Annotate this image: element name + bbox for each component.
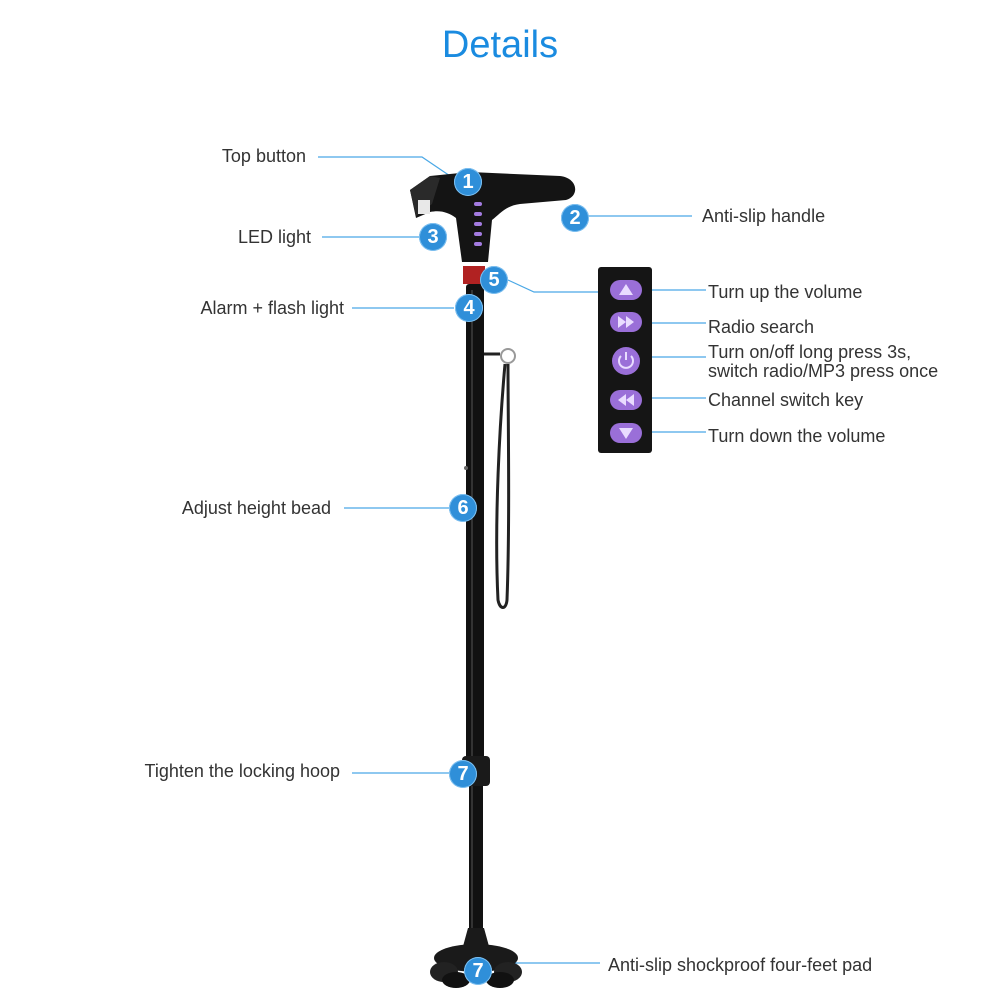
- callout-badge-1: 1: [454, 168, 482, 196]
- cane-handle: [410, 172, 576, 262]
- volume-up-icon: [610, 280, 642, 300]
- volume-down-icon: [610, 423, 642, 443]
- label-alarm-flash-light: Alarm + flash light: [200, 298, 344, 318]
- label-four-feet-pad: Anti-slip shockproof four-feet pad: [608, 955, 873, 975]
- label-power-line1: Turn on/off long press 3s,: [708, 342, 912, 362]
- cane-shaft-upper: [466, 284, 484, 760]
- label-adjust-height-bead: Adjust height bead: [181, 498, 331, 518]
- cane-shaft-lower: [469, 770, 483, 930]
- label-volume-up: Turn up the volume: [708, 282, 863, 302]
- label-top-button: Top button: [221, 146, 306, 166]
- alarm-ring: [463, 266, 485, 284]
- callout-badge-2: 2: [561, 204, 589, 232]
- label-anti-slip-handle: Anti-slip handle: [702, 206, 826, 226]
- remote-panel: [598, 267, 652, 453]
- leader-line-5: [507, 279, 610, 293]
- callout-badge-4: 4: [455, 294, 483, 322]
- callout-badge-7b: 7: [464, 957, 492, 985]
- label-volume-down: Turn down the volume: [708, 426, 886, 446]
- label-power-line2: switch radio/MP3 press once: [708, 361, 939, 381]
- label-led-light: LED light: [237, 227, 311, 247]
- callout-badge-3: 3: [419, 223, 447, 251]
- callout-badge-6: 6: [449, 494, 477, 522]
- leader-line-1: [318, 156, 457, 181]
- power-icon: [612, 347, 640, 375]
- callout-badge-7a: 7: [449, 760, 477, 788]
- label-radio-search: Radio search: [708, 317, 815, 337]
- rewind-icon: [610, 390, 642, 410]
- page-title: Details: [441, 24, 559, 66]
- fast-forward-icon: [610, 312, 642, 332]
- label-channel-switch: Channel switch key: [708, 390, 864, 410]
- callout-badge-5: 5: [480, 266, 508, 294]
- label-locking-hoop: Tighten the locking hoop: [144, 761, 340, 781]
- wrist-strap: [484, 348, 516, 609]
